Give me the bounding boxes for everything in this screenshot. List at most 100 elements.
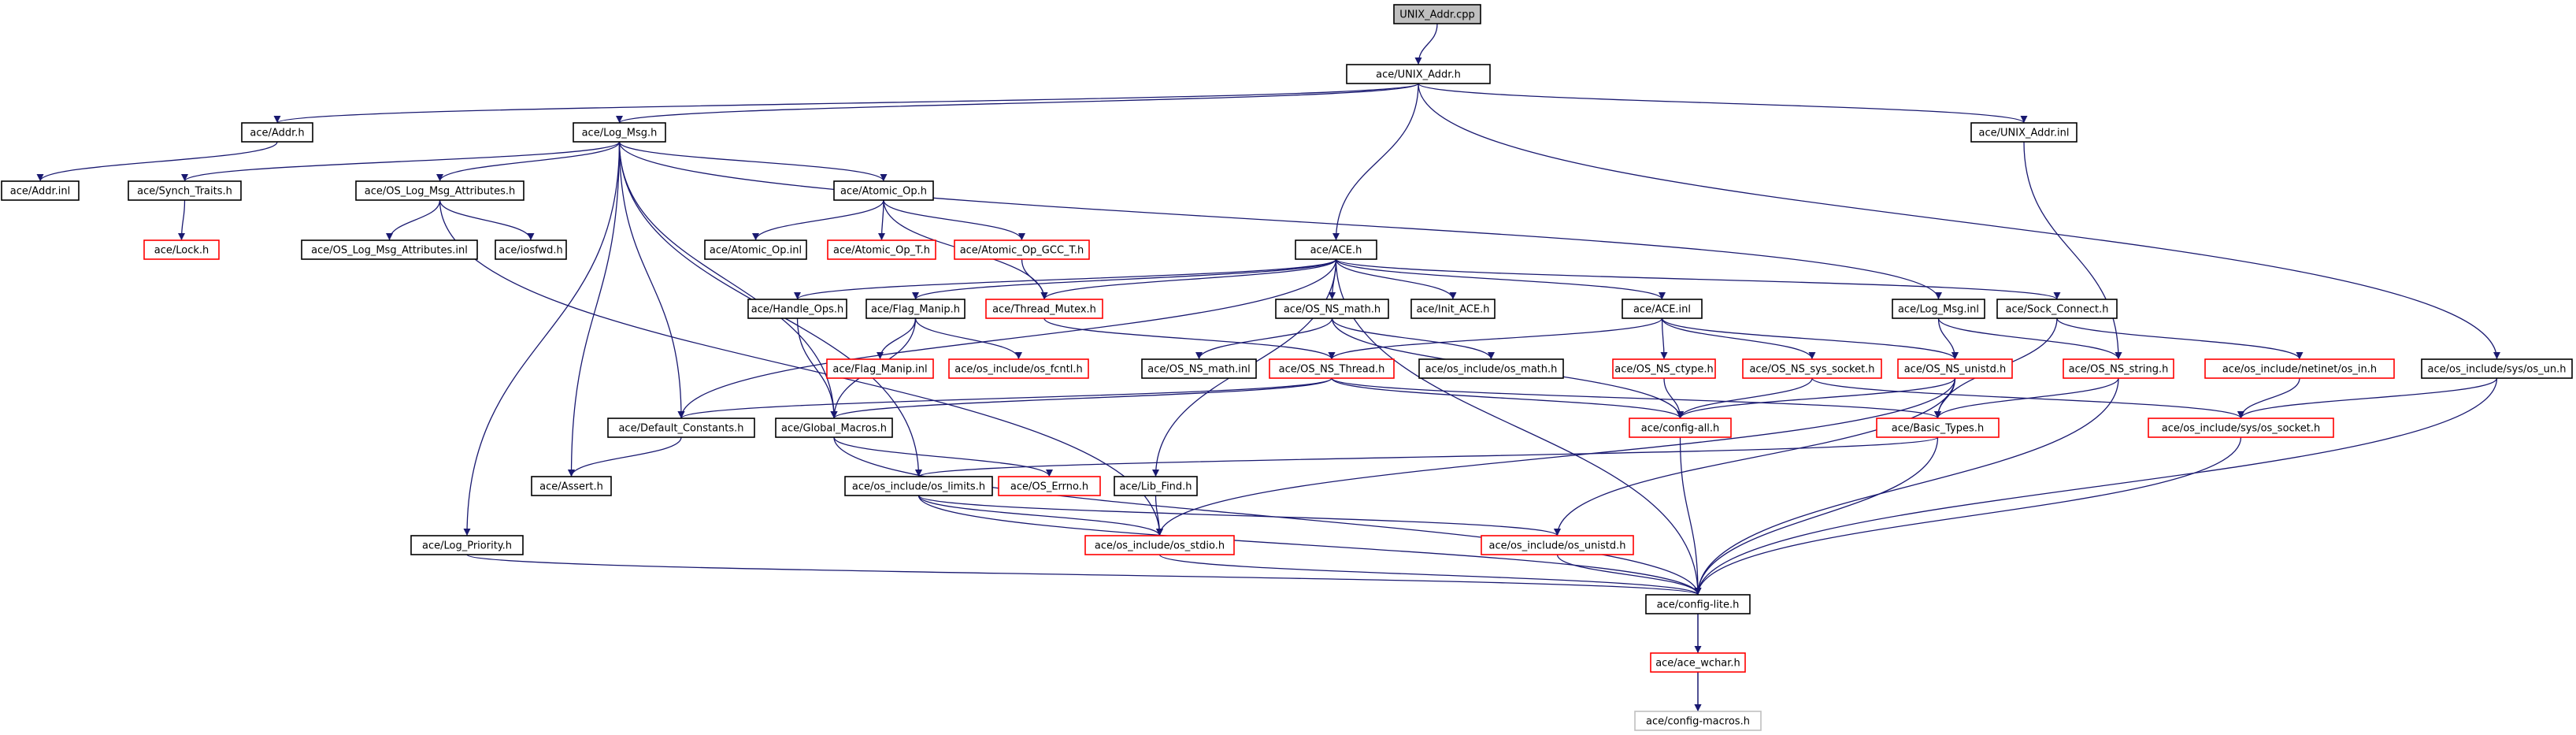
node-unix-addr-h[interactable]: ace/UNIX_Addr.h bbox=[1346, 64, 1491, 84]
node-netinet-os-in-h[interactable]: ace/os_include/netinet/os_in.h bbox=[2204, 358, 2395, 379]
edge-os_log_msg_attr_h-to-os_log_msg_attr_inl bbox=[386, 199, 441, 241]
node-label: ace/os_include/os_limits.h bbox=[852, 481, 985, 493]
edge-unix_addr_inl-to-os_ns_string_h bbox=[2023, 141, 2122, 360]
edge-ace_h-to-ace_inl bbox=[1335, 258, 1666, 300]
node-os-fcntl-h[interactable]: ace/os_include/os_fcntl.h bbox=[948, 358, 1089, 379]
node-atomic-op-inl[interactable]: ace/Atomic_Op.inl bbox=[704, 239, 807, 260]
edge-atomic_op_h-to-atomic_op_t_h bbox=[878, 199, 886, 241]
node-config-all-h[interactable]: ace/config-all.h bbox=[1629, 418, 1732, 438]
node-label: ace/ACE.inl bbox=[1633, 304, 1691, 316]
node-root[interactable]: UNIX_Addr.cpp bbox=[1393, 4, 1481, 24]
node-os-ns-string-h[interactable]: ace/OS_NS_string.h bbox=[2063, 358, 2174, 379]
edge-os_ns_string_h-to-config_lite_h bbox=[1694, 377, 2119, 596]
node-label: ace/ACE.h bbox=[1310, 245, 1362, 257]
node-box bbox=[1, 180, 80, 201]
node-label: ace/Handle_Ops.h bbox=[751, 304, 843, 316]
node-label: ace/Basic_Types.h bbox=[1892, 423, 1984, 435]
node-os-limits-h[interactable]: ace/os_include/os_limits.h bbox=[844, 476, 993, 496]
node-log-msg-inl[interactable]: ace/Log_Msg.inl bbox=[1892, 299, 1985, 319]
node-box bbox=[1269, 358, 1395, 379]
node-flag-manip-h[interactable]: ace/Flag_Manip.h bbox=[865, 299, 966, 319]
node-sock-connect-h[interactable]: ace/Sock_Connect.h bbox=[1996, 299, 2118, 319]
node-handle-ops-h[interactable]: ace/Handle_Ops.h bbox=[747, 299, 847, 319]
node-config-lite-h[interactable]: ace/config-lite.h bbox=[1645, 594, 1751, 614]
node-iosfwd-h[interactable]: ace/iosfwd.h bbox=[495, 239, 567, 260]
node-label: ace/Flag_Manip.inl bbox=[832, 364, 927, 376]
node-box bbox=[2421, 358, 2573, 379]
node-os-stdio-h[interactable]: ace/os_include/os_stdio.h bbox=[1084, 535, 1235, 555]
node-box bbox=[1634, 711, 1762, 731]
nodes-layer: UNIX_Addr.cpp ace/UNIX_Addr.h ace/Addr.h ac… bbox=[1, 4, 2573, 731]
node-label: ace/UNIX_Addr.inl bbox=[1979, 128, 2070, 139]
node-box bbox=[865, 299, 966, 319]
edge-basic_types_h-to-config_lite_h bbox=[1694, 436, 1939, 596]
node-label: ace/OS_Log_Msg_Attributes.inl bbox=[311, 245, 468, 257]
node-box bbox=[531, 476, 612, 496]
node-default-constants-h[interactable]: ace/Default_Constants.h bbox=[607, 418, 755, 438]
node-os-unistd-h[interactable]: ace/os_include/os_unistd.h bbox=[1481, 535, 1634, 555]
edge-os_ns_sys_socket_h-to-config_all_h bbox=[1677, 377, 1813, 419]
node-label: ace/os_include/sys/os_socket.h bbox=[2162, 423, 2320, 435]
node-unix-addr-inl[interactable]: ace/UNIX_Addr.inl bbox=[1970, 122, 2077, 143]
node-os-errno-h[interactable]: ace/OS_Errno.h bbox=[998, 476, 1101, 496]
node-label: ace/Log_Msg.inl bbox=[1898, 304, 1979, 316]
node-ace-h[interactable]: ace/ACE.h bbox=[1295, 239, 1377, 260]
node-lock-h[interactable]: ace/Lock.h bbox=[143, 239, 220, 260]
edge-ace_inl-to-os_ns_unistd_h bbox=[1661, 317, 1959, 360]
node-flag-manip-inl[interactable]: ace/Flag_Manip.inl bbox=[826, 358, 934, 379]
node-assert-h[interactable]: ace/Assert.h bbox=[531, 476, 612, 496]
node-init-ace-h[interactable]: ace/Init_ACE.h bbox=[1410, 299, 1496, 319]
edge-synch_traits_h-to-lock_h bbox=[178, 199, 186, 241]
node-log-msg-h[interactable]: ace/Log_Msg.h bbox=[573, 122, 666, 143]
node-synch-traits-h[interactable]: ace/Synch_Traits.h bbox=[128, 180, 242, 201]
node-label: ace/Assert.h bbox=[539, 481, 603, 493]
node-os-log-msg-attr-h[interactable]: ace/OS_Log_Msg_Attributes.h bbox=[355, 180, 524, 201]
node-label: ace/OS_NS_sys_socket.h bbox=[1749, 364, 1874, 376]
node-box bbox=[143, 239, 220, 260]
edge-atomic_op_h-to-atomic_op_inl bbox=[752, 199, 884, 241]
node-label: ace/Sock_Connect.h bbox=[2006, 304, 2109, 316]
edge-sock_connect_h-to-netinet_os_in_h bbox=[2056, 317, 2304, 360]
node-basic-types-h[interactable]: ace/Basic_Types.h bbox=[1876, 418, 2000, 438]
node-config-macros-h[interactable]: ace/config-macros.h bbox=[1634, 711, 1762, 731]
edge-ace_inl-to-os_ns_thread_h bbox=[1328, 317, 1663, 360]
node-ace-inl[interactable]: ace/ACE.inl bbox=[1622, 299, 1703, 319]
node-atomic-op-gcc-t-h[interactable]: ace/Atomic_Op_GCC_T.h bbox=[954, 239, 1090, 260]
node-os-log-msg-attr-inl[interactable]: ace/OS_Log_Msg_Attributes.inl bbox=[301, 239, 478, 260]
node-global-macros-h[interactable]: ace/Global_Macros.h bbox=[775, 418, 893, 438]
edge-log_msg_h-to-default_constants_h bbox=[618, 141, 685, 419]
node-ace-wchar-h[interactable]: ace/ace_wchar.h bbox=[1650, 652, 1746, 673]
node-addr-h[interactable]: ace/Addr.h bbox=[241, 122, 313, 143]
node-os-ns-math-h[interactable]: ace/OS_NS_math.h bbox=[1275, 299, 1389, 319]
node-box bbox=[1410, 299, 1496, 319]
node-label: ace/OS_NS_string.h bbox=[2069, 364, 2169, 376]
edge-ace_inl-to-os_ns_sys_socket_h bbox=[1661, 317, 1816, 360]
node-sys-os-socket-h[interactable]: ace/os_include/sys/os_socket.h bbox=[2148, 418, 2334, 438]
edge-os_ns_unistd_h-to-config_all_h bbox=[1677, 377, 1956, 419]
node-os-ns-unistd-h[interactable]: ace/OS_NS_unistd.h bbox=[1897, 358, 2013, 379]
node-addr-inl[interactable]: ace/Addr.inl bbox=[1, 180, 80, 201]
node-log-priority-h[interactable]: ace/Log_Priority.h bbox=[410, 535, 524, 555]
edge-ace_h-to-sock_connect_h bbox=[1335, 258, 2061, 300]
node-label: ace/Addr.h bbox=[250, 128, 304, 139]
node-atomic-op-t-h[interactable]: ace/Atomic_Op_T.h bbox=[827, 239, 936, 260]
node-sys-un-h[interactable]: ace/os_include/sys/os_un.h bbox=[2421, 358, 2573, 379]
node-os-ns-sys-socket-h[interactable]: ace/OS_NS_sys_socket.h bbox=[1742, 358, 1882, 379]
node-os-ns-math-inl[interactable]: ace/OS_NS_math.inl bbox=[1141, 358, 1257, 379]
node-box bbox=[844, 476, 993, 496]
node-label: ace/os_include/netinet/os_in.h bbox=[2222, 364, 2377, 376]
node-box bbox=[1393, 4, 1481, 24]
node-box bbox=[410, 535, 524, 555]
node-label: ace/OS_NS_Thread.h bbox=[1279, 364, 1385, 376]
node-label: ace/OS_NS_unistd.h bbox=[1904, 364, 2007, 376]
node-os-ns-thread-h[interactable]: ace/OS_NS_Thread.h bbox=[1269, 358, 1395, 379]
node-os-ns-ctype-h[interactable]: ace/OS_NS_ctype.h bbox=[1612, 358, 1716, 379]
node-label: ace/Atomic_Op_T.h bbox=[833, 245, 930, 257]
edge-ace_h-to-flag_manip_h bbox=[912, 258, 1337, 300]
edge-os_ns_thread_h-to-global_macros_h bbox=[830, 377, 1332, 419]
node-atomic-op-h[interactable]: ace/Atomic_Op.h bbox=[833, 180, 934, 201]
node-os-math-h[interactable]: ace/os_include/os_math.h bbox=[1418, 358, 1564, 379]
node-lib-find-h[interactable]: ace/Lib_Find.h bbox=[1114, 476, 1198, 496]
node-thread-mutex-h[interactable]: ace/Thread_Mutex.h bbox=[985, 299, 1103, 319]
